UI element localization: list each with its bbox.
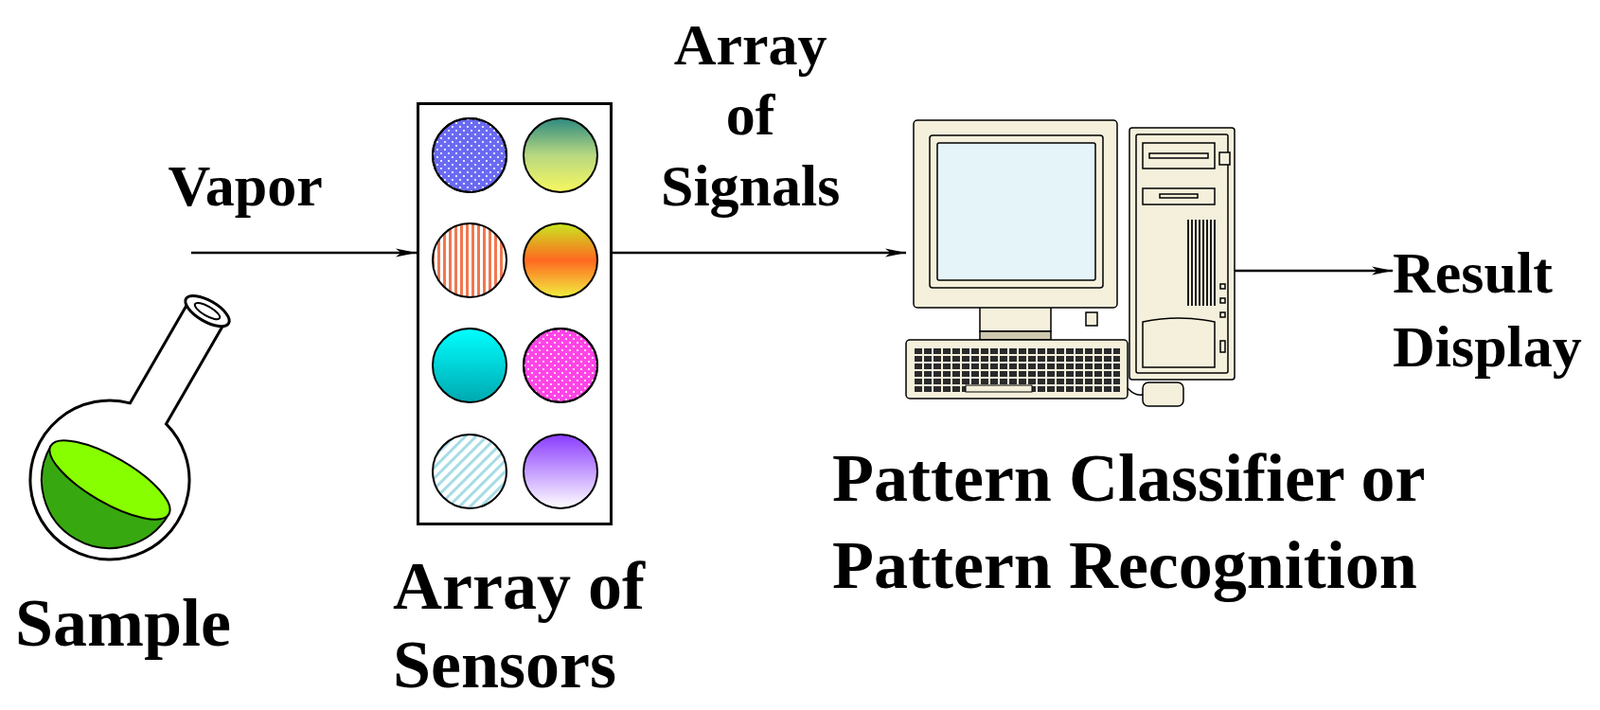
sensor-spot bbox=[523, 434, 598, 509]
sensor-spot bbox=[432, 118, 507, 193]
monitor bbox=[913, 120, 1118, 308]
sensor-spot bbox=[432, 118, 507, 193]
flask-mouth bbox=[193, 300, 223, 323]
spacebar bbox=[965, 385, 1032, 392]
sensor-spot bbox=[523, 118, 598, 193]
tower bbox=[1129, 127, 1235, 380]
illustration-frame bbox=[906, 120, 1235, 407]
mouse bbox=[1142, 382, 1184, 407]
monitor-screen bbox=[937, 142, 1096, 281]
indicator bbox=[1220, 340, 1226, 353]
keyboard bbox=[906, 339, 1128, 399]
computer bbox=[906, 120, 1235, 407]
indicator bbox=[1220, 284, 1226, 289]
sensor-spot bbox=[432, 328, 507, 403]
power-button bbox=[1219, 152, 1230, 165]
node-label: Array of Sensors bbox=[392, 547, 677, 705]
flask bbox=[0, 262, 282, 589]
liquid-surface bbox=[39, 426, 181, 534]
vent-grille bbox=[1187, 219, 1217, 306]
computer-classifier: Pattern Classifier or Pattern Recognitio… bbox=[832, 120, 1458, 609]
floppy-bay bbox=[1142, 188, 1215, 205]
node-label: Pattern Classifier or Pattern Recognitio… bbox=[832, 434, 1458, 609]
drive-bay bbox=[1142, 142, 1215, 169]
monitor-base bbox=[979, 331, 1051, 340]
flask-lip bbox=[180, 289, 234, 333]
flask-outline bbox=[0, 271, 277, 589]
sensor-spot bbox=[432, 434, 507, 509]
sensor-spot bbox=[523, 223, 598, 298]
node-label: Result Display bbox=[1392, 236, 1597, 384]
arrow-label: Array of Signals bbox=[656, 9, 846, 221]
flow-arrow bbox=[191, 251, 417, 255]
floppy-slot bbox=[1159, 194, 1198, 198]
keyboard-keys bbox=[913, 347, 1120, 392]
indicator bbox=[1220, 312, 1226, 318]
sensor-spots bbox=[432, 118, 598, 509]
monitor-button bbox=[1085, 312, 1098, 326]
monitor-bezel bbox=[929, 135, 1103, 288]
sensor-spot bbox=[523, 328, 598, 403]
node-label: Sample bbox=[15, 582, 252, 664]
sensor-spot bbox=[432, 223, 507, 298]
arrow-label: Vapor bbox=[168, 150, 323, 221]
sensor-spot bbox=[523, 328, 598, 403]
flow-arrow bbox=[612, 251, 907, 255]
result-display: Result Display bbox=[1392, 236, 1597, 384]
sensor-array-frame bbox=[416, 102, 613, 526]
tower-front bbox=[1142, 318, 1215, 368]
drive-slot bbox=[1149, 153, 1209, 159]
sensor-array: Array of Sensors bbox=[392, 102, 677, 705]
illustration-frame bbox=[15, 252, 252, 583]
flow-arrow bbox=[1234, 269, 1393, 273]
indicator bbox=[1220, 298, 1226, 303]
sample-flask: Sample bbox=[15, 252, 252, 664]
tower-panel bbox=[1136, 134, 1228, 374]
monitor-stand bbox=[979, 305, 1051, 332]
